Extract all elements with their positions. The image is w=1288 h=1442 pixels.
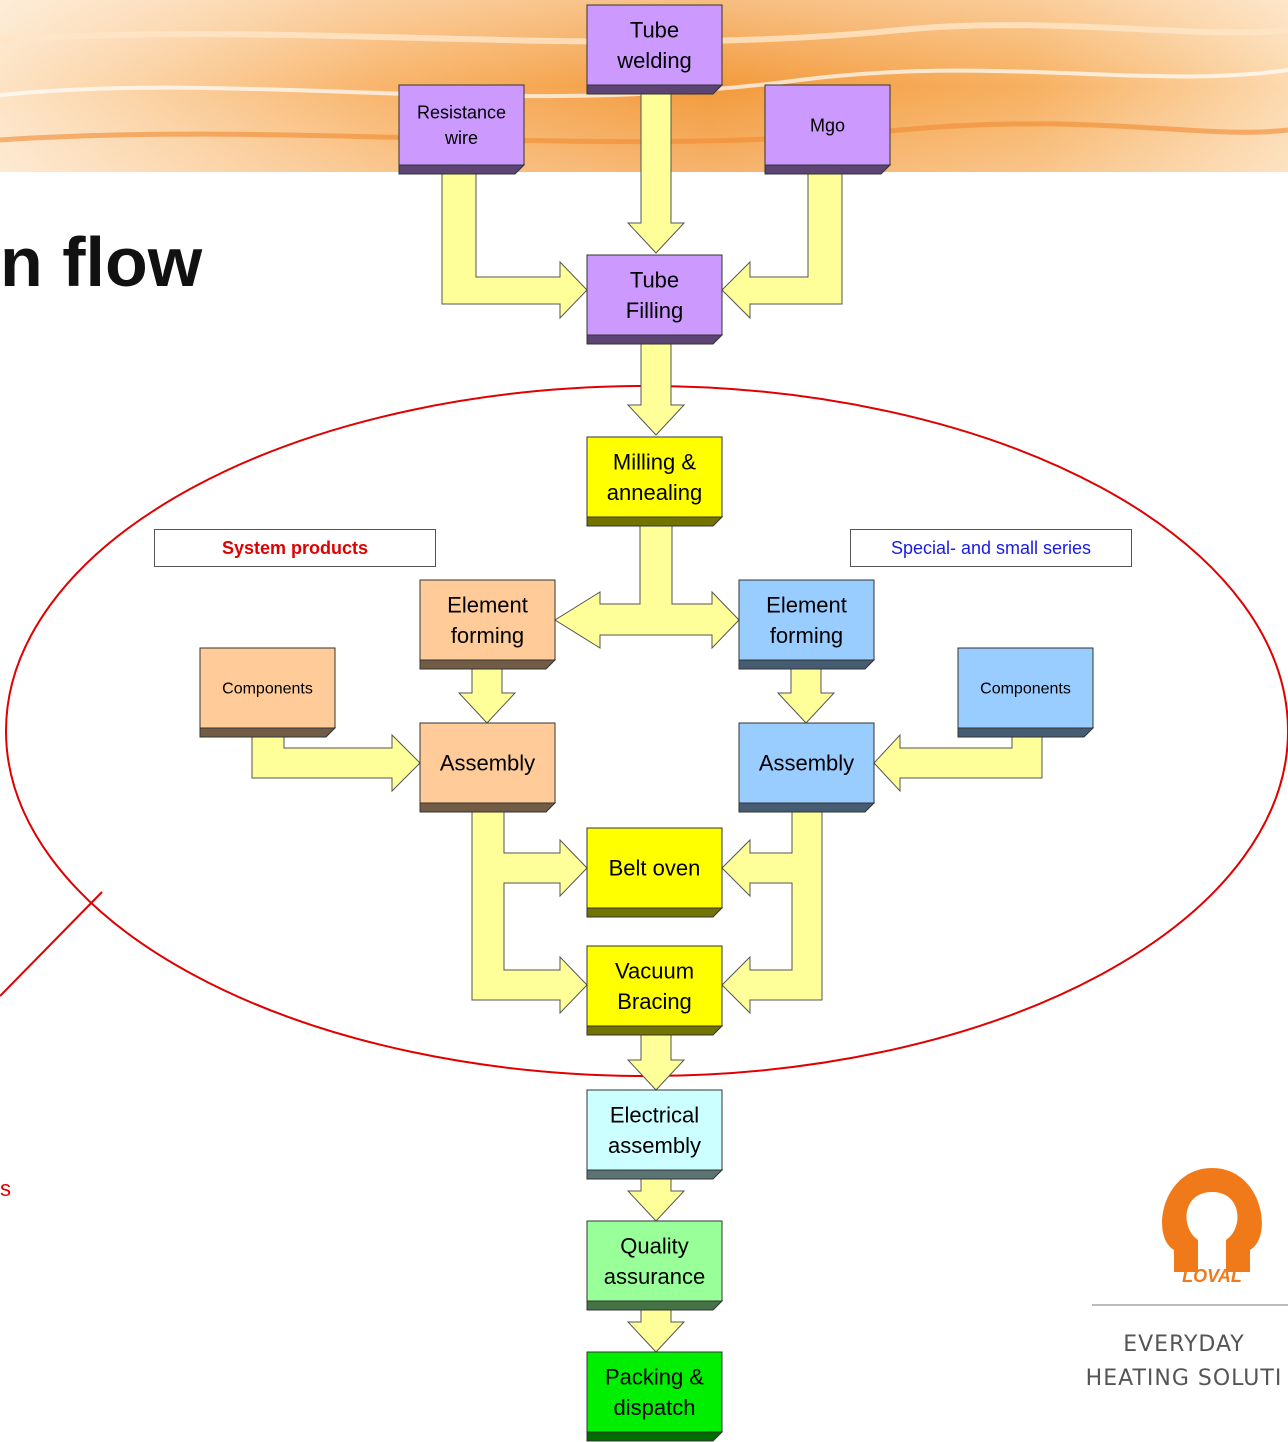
arrow-welding-to-filling [626,84,686,254]
system-products-text: System products [221,537,369,558]
tube-welding-label-1: Tube [630,17,679,42]
assembly-left-label-1: Assembly [440,751,535,776]
milling-label-1: Milling & [613,449,696,474]
ellipse-callout-line [0,891,103,997]
quality-assurance-label-2: assurance [604,1264,706,1289]
arrow-resistance-to-filling [441,164,588,320]
element-forming-right-label-1: Element [766,592,847,617]
element-forming-left-label-1: Element [447,592,528,617]
arrow-filling-to-milling [626,334,686,436]
slide-title: n flow [0,223,203,301]
packing-label-1: Packing & [605,1364,704,1389]
components-right-label-1: Components [980,681,1071,698]
packing-label-2: dispatch [614,1395,696,1420]
boxes-layer: TubeweldingResistancewireMgoTubeFillingM… [199,4,1095,1442]
tube-filling-label-2: Filling [626,298,683,323]
brand-divider [1092,1304,1288,1306]
element-forming-right-label-2: forming [770,623,843,648]
electrical-assembly-label-1: Electrical [610,1102,699,1127]
special-series-label: Special- and small series [850,529,1132,567]
element-forming-left-node: Element forming [419,579,557,670]
resistance-wire-label-1: Resistance [417,103,506,123]
brand-tagline-2: HEATING SOLUTI [1085,1366,1283,1391]
loval-logo: LOVAL [1162,1168,1262,1286]
mgo-node: Mgo [764,84,892,175]
mgo-label-1: Mgo [810,115,845,135]
tube-welding-label-2: welding [616,48,692,73]
milling-node: Milling & annealing [586,436,724,527]
components-right-node: Components [957,647,1095,738]
quality-assurance-label-1: Quality [620,1233,688,1258]
belt-oven-label-1: Belt oven [609,856,701,881]
brand-tagline-1: EVERYDAY [1123,1332,1245,1357]
packing-node: Packing & dispatch [586,1351,724,1442]
assembly-right-node: Assembly [738,722,876,813]
milling-label-2: annealing [607,480,702,505]
vacuum-bracing-label-2: Bracing [617,989,692,1014]
system-products-label: System products [154,529,436,567]
tube-welding-node: Tube welding [586,4,724,95]
components-left-node: Components [199,647,337,738]
arrow-compL-to-assyL [251,727,421,793]
stray-text: s [0,1176,11,1201]
quality-assurance-node: Quality assurance [586,1220,724,1311]
electrical-assembly-label-2: assembly [608,1133,701,1158]
element-forming-left-label-2: forming [451,623,524,648]
tube-filling-label-1: Tube [630,267,679,292]
resistance-wire-node: Resistance wire [398,84,526,175]
special-series-text: Special- and small series [890,537,1092,558]
arrow-assyR-to-ovens [721,802,823,1015]
vacuum-bracing-label-1: Vacuum [615,958,694,983]
assembly-right-label-1: Assembly [759,751,854,776]
assembly-left-node: Assembly [419,722,557,813]
arrow-compR-to-assyR [873,727,1043,793]
arrow-vacuum-to-electrical [626,1025,686,1091]
arrow-assyL-to-ovens [471,802,588,1015]
arrow-mgo-to-filling [721,164,843,320]
belt-oven-node: Belt oven [586,827,724,918]
arrow-milling-split [554,516,740,650]
element-forming-right-node: Element forming [738,579,876,670]
components-left-label-1: Components [222,681,313,698]
logo-wordmark: LOVAL [1182,1266,1242,1286]
electrical-assembly-node: Electrical assembly [586,1089,724,1180]
resistance-wire-label-2: wire [444,128,478,148]
